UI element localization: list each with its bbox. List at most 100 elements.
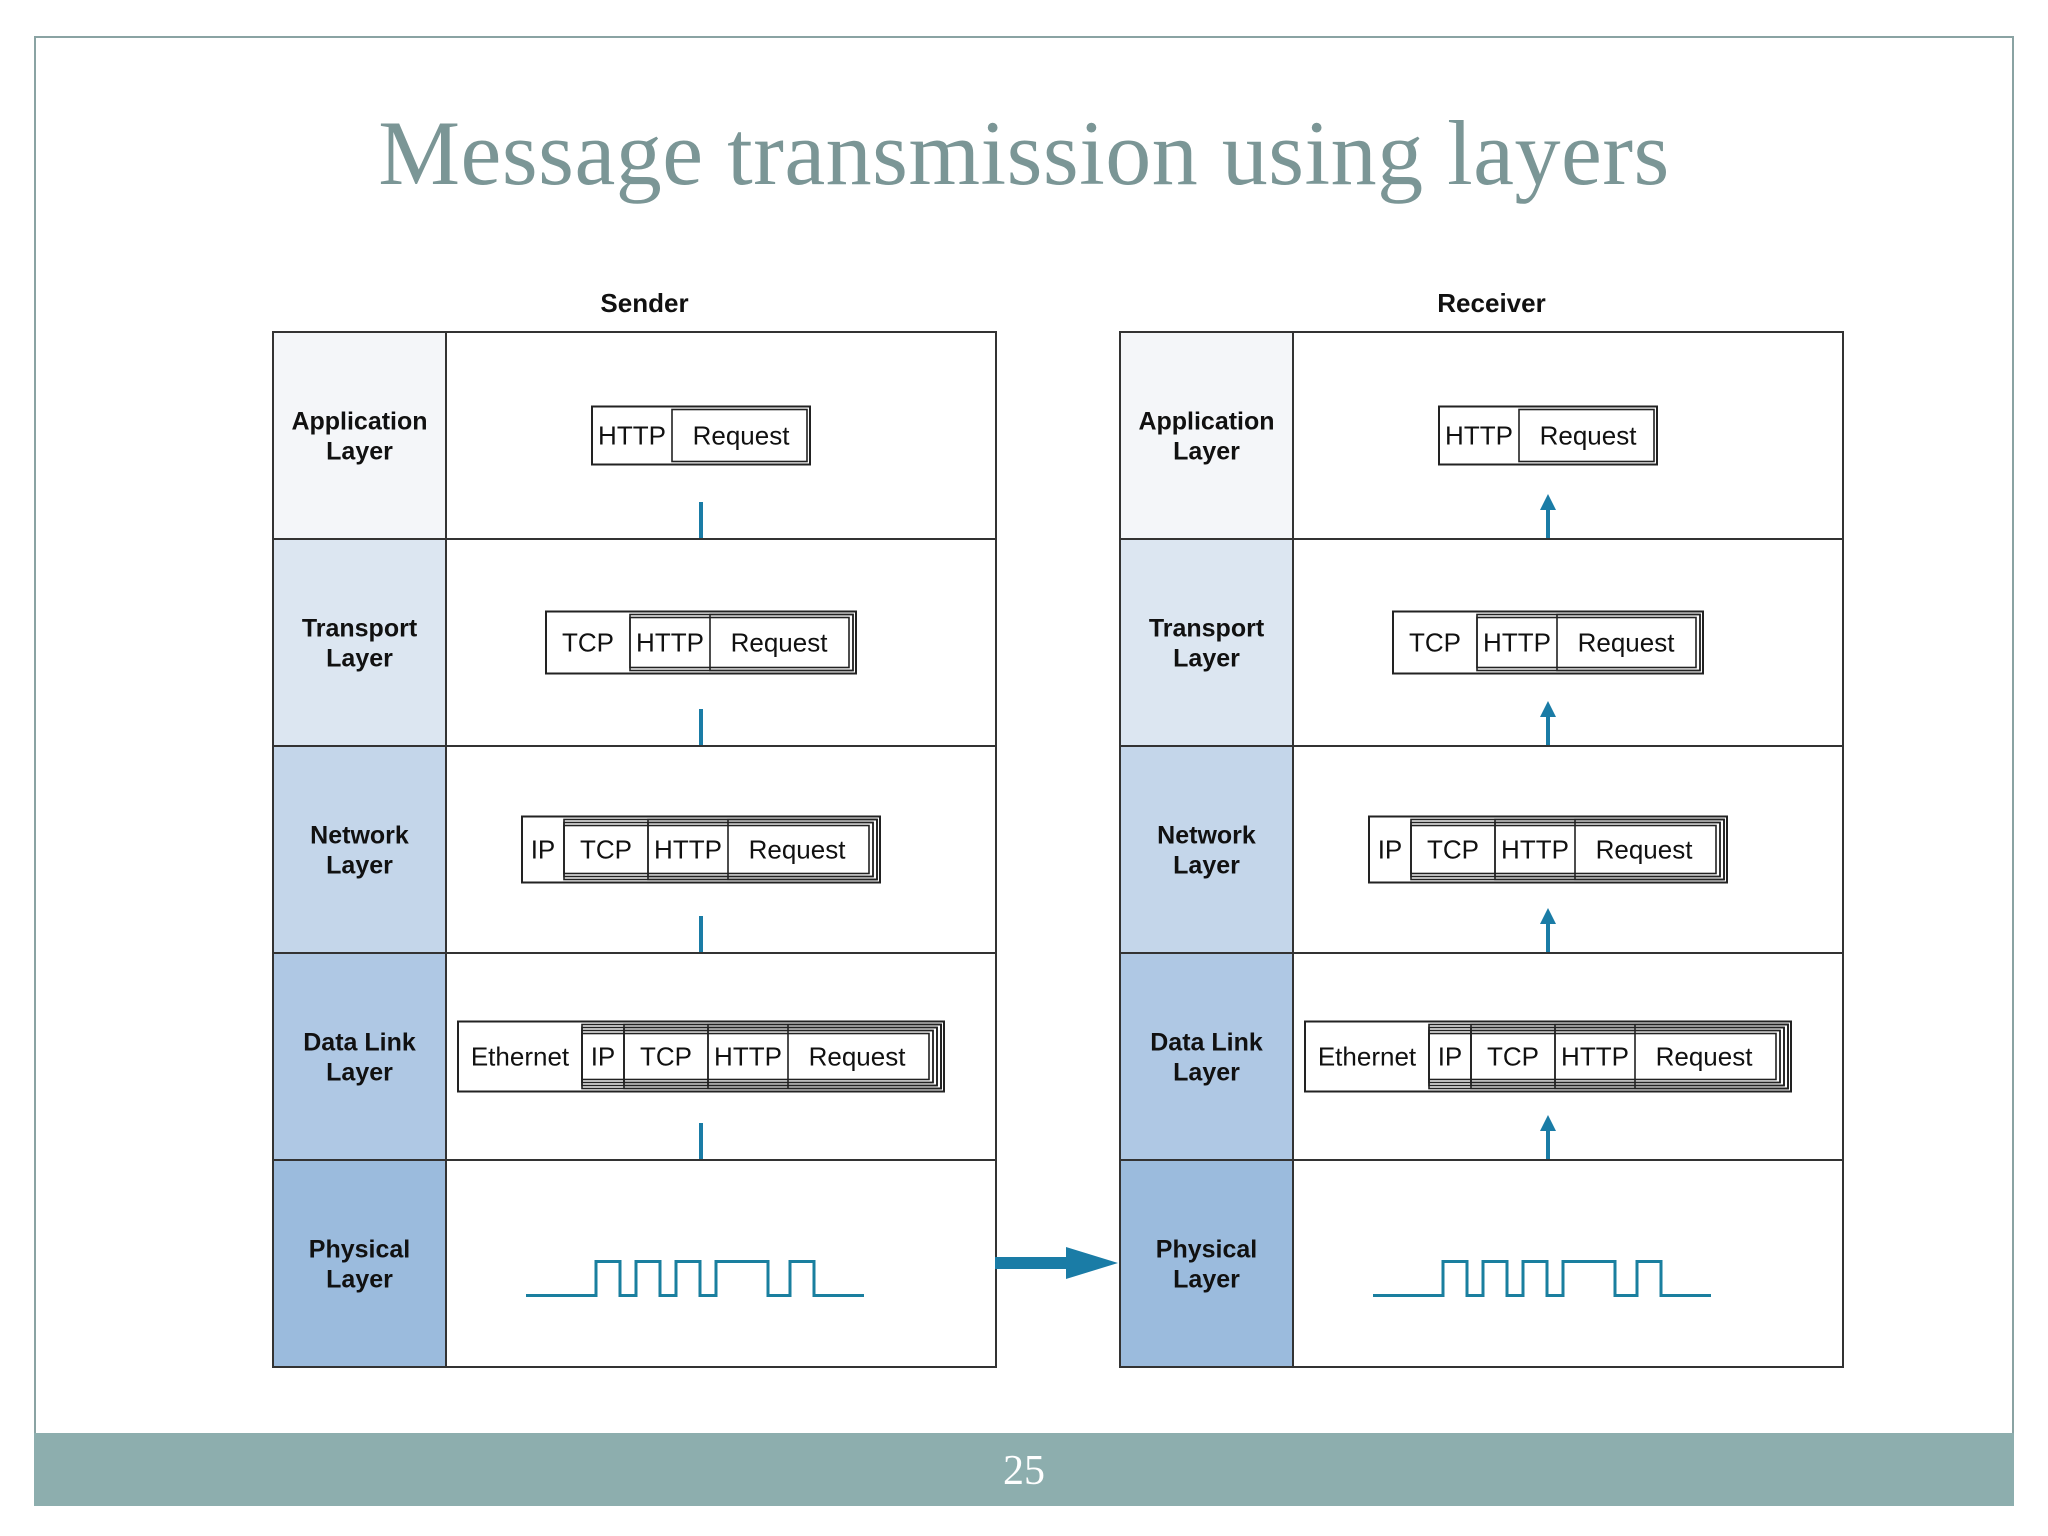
encapsulation-border: [647, 821, 874, 878]
layer-label: Network: [1157, 822, 1256, 850]
encapsulation-border: [787, 1023, 942, 1090]
layer-content-cell: [1293, 1160, 1843, 1367]
header-request: Request: [1578, 628, 1676, 658]
layer-label-cell: [273, 539, 446, 746]
header-request: Request: [749, 835, 847, 865]
encapsulation-border: [629, 616, 850, 669]
header-ip: IP: [1438, 1042, 1463, 1072]
header-request: Request: [731, 628, 829, 658]
layer-label: Physical: [309, 1236, 410, 1264]
layer-content-cell: [1293, 953, 1843, 1160]
encapsulation-border: [671, 408, 808, 463]
header-http: HTTP: [1483, 628, 1551, 658]
layer-content-cell: [1293, 746, 1843, 953]
header-http: HTTP: [714, 1042, 782, 1072]
slide-number: 25: [1003, 1448, 1045, 1494]
encapsulation-border: [709, 613, 854, 672]
packet-frame: [457, 1020, 945, 1093]
layer-label: Layer: [326, 852, 393, 880]
layer-label: Data Link: [1150, 1029, 1263, 1057]
header-request: Request: [1540, 421, 1638, 451]
header-ip: IP: [1378, 835, 1403, 865]
packet-frame: [545, 610, 857, 675]
header-request: Request: [809, 1042, 907, 1072]
layer-label: Transport: [1149, 615, 1265, 643]
header-tcp: TCP: [580, 835, 632, 865]
encapsulation-border: [1476, 616, 1697, 669]
header-ethernet: Ethernet: [1318, 1042, 1417, 1072]
layer-label: Layer: [1173, 1059, 1240, 1087]
header-request: Request: [1656, 1042, 1754, 1072]
header-request: Request: [693, 421, 791, 451]
layer-content-cell: [446, 332, 996, 539]
layer-label-cell: [1120, 953, 1293, 1160]
encapsulation-border: [1574, 818, 1725, 881]
layer-content-cell: [446, 746, 996, 953]
layer-content-cell: [1293, 332, 1843, 539]
header-ip: IP: [591, 1042, 616, 1072]
panel-border: [1119, 331, 1844, 1368]
packet-frame: [521, 815, 881, 884]
header-request: Request: [1596, 835, 1694, 865]
encapsulation-border: [563, 824, 870, 875]
layer-label: Layer: [326, 1266, 393, 1294]
layer-label-cell: [273, 953, 446, 1160]
encapsulation-border: [707, 1026, 938, 1087]
layer-label-cell: [1120, 1160, 1293, 1367]
encapsulation-border: [1494, 821, 1721, 878]
encapsulation-border: [1634, 1023, 1789, 1090]
layer-label: Application: [291, 408, 427, 436]
layer-label-cell: [273, 332, 446, 539]
header-tcp: TCP: [1487, 1042, 1539, 1072]
encapsulation-border: [1554, 1026, 1785, 1087]
packet-frame: [591, 405, 811, 466]
header-tcp: TCP: [640, 1042, 692, 1072]
packet-frame: [1304, 1020, 1792, 1093]
encapsulation-border: [1470, 1029, 1781, 1084]
layer-label: Physical: [1156, 1236, 1257, 1264]
slide-title: Message transmission using layers: [378, 102, 1670, 204]
header-tcp: TCP: [562, 628, 614, 658]
encapsulation-border: [1556, 613, 1701, 672]
layer-content-cell: [446, 953, 996, 1160]
encapsulation-border: [727, 818, 878, 881]
header-ip: IP: [531, 835, 556, 865]
layer-label-cell: [1120, 332, 1293, 539]
header-tcp: TCP: [1409, 628, 1461, 658]
transmission-arrow: [995, 1247, 1118, 1279]
header-http: HTTP: [598, 421, 666, 451]
layer-content-cell: [446, 539, 996, 746]
packet-frame: [1392, 610, 1704, 675]
panel-title: Sender: [600, 288, 688, 318]
layer-label: Layer: [1173, 438, 1240, 466]
signal-waveform: [1373, 1260, 1711, 1297]
layer-label-cell: [273, 1160, 446, 1367]
header-http: HTTP: [1445, 421, 1513, 451]
layer-label: Application: [1138, 408, 1274, 436]
encapsulation-border: [1518, 408, 1655, 463]
header-http: HTTP: [636, 628, 704, 658]
layer-label: Data Link: [303, 1029, 416, 1057]
packet-frame: [1438, 405, 1658, 466]
panel-border: [272, 331, 997, 1368]
layer-label-cell: [1120, 539, 1293, 746]
encapsulation-border: [1428, 1032, 1777, 1081]
layer-label: Layer: [1173, 852, 1240, 880]
layer-label-cell: [1120, 746, 1293, 953]
header-http: HTTP: [654, 835, 722, 865]
encapsulation-border: [581, 1032, 930, 1081]
header-tcp: TCP: [1427, 835, 1479, 865]
layer-content-cell: [446, 1160, 996, 1367]
header-http: HTTP: [1561, 1042, 1629, 1072]
